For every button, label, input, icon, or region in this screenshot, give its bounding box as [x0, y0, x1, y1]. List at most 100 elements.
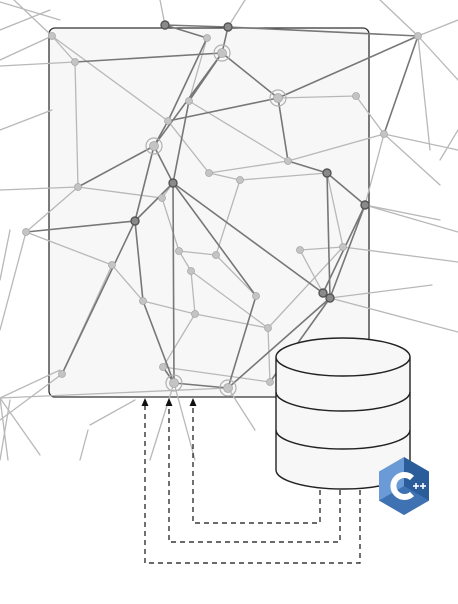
network-edge-dark — [227, 297, 331, 389]
network-edge-dark — [164, 24, 208, 39]
network-edge-outer — [342, 246, 458, 263]
network-edge-dark — [74, 52, 223, 63]
network-edge-light — [355, 95, 385, 135]
network-edge-outer — [364, 204, 441, 221]
network-edge-outer — [0, 35, 53, 61]
network-edge-dark — [172, 182, 175, 384]
arrowhead-outer — [141, 398, 149, 406]
network-node — [169, 378, 179, 388]
network-edge-light — [208, 160, 289, 174]
network-edge-light — [215, 179, 241, 256]
cpp-logo-icon — [379, 457, 429, 515]
network-edge-outer — [439, 129, 458, 161]
network-edge-light — [178, 250, 217, 256]
connector-outer — [144, 405, 361, 564]
network-edge-outer — [0, 1, 61, 21]
network-edge-outer — [417, 19, 458, 37]
cpp-plus-signs — [413, 483, 426, 489]
network-node — [168, 178, 178, 188]
network-edge-dark — [221, 52, 279, 99]
network-node — [203, 34, 211, 42]
network-edge-outer — [0, 61, 76, 67]
network-edge-outer — [89, 399, 136, 426]
network-edge-outer — [329, 297, 458, 333]
network-node — [236, 176, 244, 184]
arrowhead-inner — [189, 398, 197, 406]
network-edge-dark — [142, 300, 175, 384]
network-node — [352, 92, 360, 100]
network-node — [74, 183, 82, 191]
database-ring-upper — [275, 391, 411, 412]
network-node — [71, 58, 79, 66]
network-edge-dark — [329, 204, 366, 299]
network-edge-dark — [188, 52, 223, 102]
network-edge-light — [25, 186, 79, 233]
network-edge-outer — [0, 229, 11, 281]
network-edge-dark — [227, 26, 419, 37]
network-edge-light — [51, 35, 169, 122]
network-edge-dark — [153, 145, 174, 184]
network-edge-dark — [277, 35, 419, 99]
network-edge-light — [194, 313, 269, 329]
network-edge-dark — [383, 35, 419, 135]
network-node — [160, 20, 170, 30]
network-node — [205, 169, 213, 177]
network-edge-dark — [172, 182, 257, 297]
network-edge-outer — [0, 9, 51, 31]
network-node-halo — [165, 374, 183, 392]
network-edge-light — [299, 249, 324, 294]
network-node — [223, 383, 233, 393]
network-edge-light — [161, 197, 180, 252]
network-node — [187, 267, 195, 275]
network-edge-outer — [383, 133, 441, 186]
network-edge-outer — [329, 284, 433, 299]
network-edge-light — [190, 270, 269, 329]
database-top — [275, 337, 411, 377]
network-node — [185, 97, 193, 105]
network-edge-light — [74, 61, 79, 188]
network-edge-light — [167, 120, 210, 174]
network-node — [164, 117, 172, 125]
network-edge-light — [188, 100, 289, 162]
network-edge-light — [162, 366, 271, 383]
network-edge-light — [162, 313, 196, 368]
network-edge-dark — [173, 382, 229, 389]
network-edge-outer — [13, 0, 53, 37]
network-edge-light — [188, 37, 208, 102]
network-edge-outer — [0, 373, 63, 421]
network-edge-dark — [77, 145, 155, 188]
connector-inner — [192, 405, 321, 524]
network-edge-outer — [0, 387, 229, 399]
network-node — [252, 292, 260, 300]
network-edge-outer — [173, 382, 196, 461]
network-edge-outer — [417, 35, 431, 151]
network-edge-outer — [0, 231, 27, 331]
network-node — [273, 93, 283, 103]
network-node — [318, 288, 328, 298]
network-edge-dark — [134, 182, 174, 222]
network-edge-outer — [0, 399, 11, 461]
network-edge-light — [267, 327, 271, 383]
network-node — [22, 228, 30, 236]
cpp-hexagon-bottom — [379, 486, 429, 515]
network-node — [264, 324, 272, 332]
network-node — [284, 157, 292, 165]
network-edge-light — [267, 246, 344, 329]
network-edge-light — [142, 300, 196, 315]
network-edge-dark — [326, 172, 331, 299]
network-edge-dark — [277, 97, 289, 162]
network-edge-dark — [172, 100, 190, 184]
network-edge-outer — [79, 429, 89, 461]
network-edge-dark — [227, 295, 257, 389]
network-edge-dark — [167, 97, 279, 122]
network-node — [48, 32, 56, 40]
network-edge-outer — [227, 0, 246, 28]
network-edge-light — [208, 172, 241, 181]
network-edge-light — [190, 270, 196, 315]
database-ring-lower — [275, 429, 411, 450]
network-node — [266, 378, 274, 386]
network-edge-dark — [134, 220, 144, 302]
network-edge-dark — [61, 220, 136, 375]
network-node-halo — [213, 44, 231, 62]
